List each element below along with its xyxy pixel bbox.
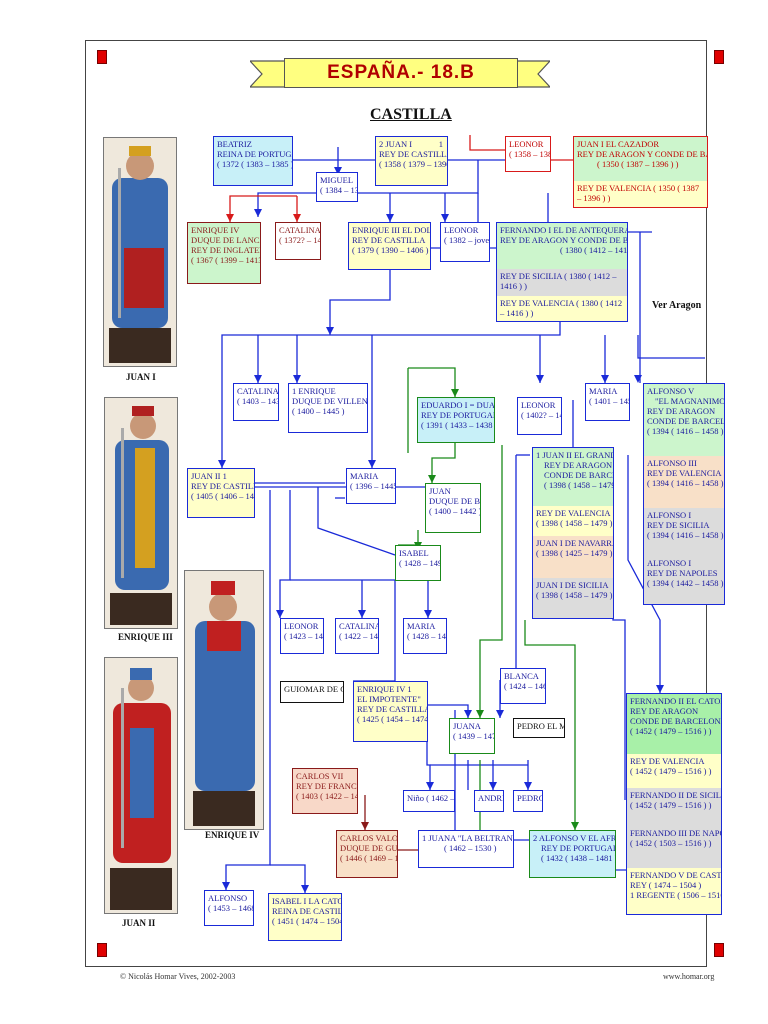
banner-ribbon-icon — [250, 60, 550, 88]
node-juan-i: 2 JUAN I REY DE CASTILLA ( 1358 ( 1379 –… — [375, 136, 448, 186]
node-blanca: BLANCA ( 1424 – 1464 ) — [500, 668, 546, 704]
node-catalina-3: CATALINA ( 1422 – 1424 ) — [335, 618, 379, 654]
node-duarte: EDUARDO I = DUARTE I REY DE PORTUGAL ( 1… — [417, 397, 495, 443]
king-portrait-icon — [104, 138, 176, 366]
node-beatriz: BEATRIZ REINA DE PORTUGAL ( 1372 ( 1383 … — [213, 136, 293, 186]
node-catalina-2: CATALINA ( 1403 – 1439 ) — [233, 383, 279, 421]
portrait-enrique-iii — [104, 397, 178, 629]
node-juan-ii-castilla: JUAN II 1 REY DE CASTILLA ( 1405 ( 1406 … — [187, 468, 255, 518]
page-title: ESPAÑA.- 18.B — [284, 58, 518, 88]
node-juan-el-cazador: JUAN I EL CAZADOR REY DE ARAGON Y CONDE … — [573, 136, 708, 208]
node-catalina-1: CATALINA ( 1372? – 1418 ) — [275, 222, 321, 260]
node-nino: Niño ( 1462 – 1462 ) — [403, 790, 455, 812]
king-portrait-icon — [185, 571, 263, 829]
node-maria-1: MARIA ( 1401 – 1458 ) — [585, 383, 630, 421]
title-banner: ESPAÑA.- 18.B — [250, 55, 550, 91]
node-enrique-iii: ENRIQUE III EL DOLIENTE REY DE CASTILLA … — [348, 222, 431, 270]
ver-aragon-link[interactable]: Ver Aragon — [652, 300, 702, 311]
section-title: CASTILLA — [370, 106, 452, 123]
portrait-label-juan-i: JUAN I — [126, 372, 156, 382]
portrait-label-juan-ii: JUAN II — [122, 918, 156, 928]
node-fernando-ii: FERNANDO II EL CATOLICO REY DE ARAGON CO… — [626, 693, 722, 915]
corner-marker-tl — [97, 50, 107, 64]
node-guiomar-de-castro: GUIOMAR DE CASTRO — [280, 681, 344, 703]
node-leonor-top: LEONOR ( 1358 – 1382 ) — [505, 136, 551, 172]
node-alfonso-v: ALFONSO V "EL MAGNANIMO" REY DE ARAGON C… — [643, 383, 725, 605]
node-fernando-i: FERNANDO I EL DE ANTEQUERA REY DE ARAGON… — [496, 222, 628, 322]
node-alfonso-v-africano: 2 ALFONSO V EL AFRICANO REY DE PORTUGAL … — [529, 830, 616, 878]
king-portrait-icon — [105, 658, 177, 913]
node-leonor-3: LEONOR ( 1423 – 1425 ) — [280, 618, 324, 654]
node-leonor-2: LEONOR ( 1402? – 1445 ) — [517, 397, 562, 435]
node-isabel-la-catolica: ISABEL I LA CATOLICA REINA DE CASTILLA (… — [268, 893, 342, 941]
node-andres: ANDRES — [474, 790, 504, 812]
footer-website[interactable]: www.homar.org — [663, 972, 715, 981]
portrait-juan-ii — [104, 657, 178, 914]
node-carlos-valois: CARLOS VALOIS DUQUE DE GUYENA ( 1446 ( 1… — [336, 830, 398, 878]
footer-copyright: © Nicolás Homar Vives, 2002-2003 — [120, 972, 236, 981]
node-maria-2: MARIA ( 1396 – 1445 ) — [346, 468, 396, 504]
node-pedro: PEDRO — [513, 790, 543, 812]
portrait-label-enrique-iii: ENRIQUE III — [118, 632, 173, 642]
node-leonor-joven: LEONOR ( 1382 – joven ) — [440, 222, 490, 262]
corner-marker-tr — [714, 50, 724, 64]
portrait-label-enrique-iv: ENRIQUE IV — [205, 830, 260, 840]
node-enrique-iv: ENRIQUE IV 1 EL IMPOTENTE" REY DE CASTIL… — [353, 681, 428, 742]
corner-marker-bl — [97, 943, 107, 957]
node-enrique-lancaster: ENRIQUE IV DUQUE DE LANCASTER REY DE ING… — [187, 222, 261, 284]
node-maria-3: MARIA ( 1428 – 1429 ) — [403, 618, 447, 654]
node-pedro-el-mozo: PEDRO EL MOZO — [513, 718, 565, 738]
portrait-enrique-iv — [184, 570, 264, 830]
corner-marker-br — [714, 943, 724, 957]
node-enrique-villena: 1 ENRIQUE DUQUE DE VILLENA ( 1400 – 1445… — [288, 383, 368, 433]
node-juan-ii-aragon: 1 JUAN II EL GRANDE 2 REY DE ARAGON COND… — [532, 447, 614, 619]
node-miguel: MIGUEL ( 1384 – 1385 ) — [316, 172, 358, 202]
node-carlos-vii: CARLOS VII REY DE FRANCIA ( 1403 ( 1422 … — [292, 768, 358, 814]
king-portrait-icon — [105, 398, 177, 628]
portrait-juan-i — [103, 137, 177, 367]
node-isabel-portugal: ISABEL ( 1428 – 1496 ) — [395, 545, 441, 581]
node-juana-la-beltraneja: 1 JUANA "LA BELTRANEJA" 2 ( 1462 – 1530 … — [418, 830, 514, 868]
node-alfonso-infante: ALFONSO ( 1453 – 1468 ) — [204, 890, 254, 926]
node-juana-portugal: JUANA ( 1439 – 1475 ) — [449, 718, 495, 754]
node-juan-beja: JUAN DUQUE DE BEJA ( 1400 – 1442 ) — [425, 483, 481, 533]
